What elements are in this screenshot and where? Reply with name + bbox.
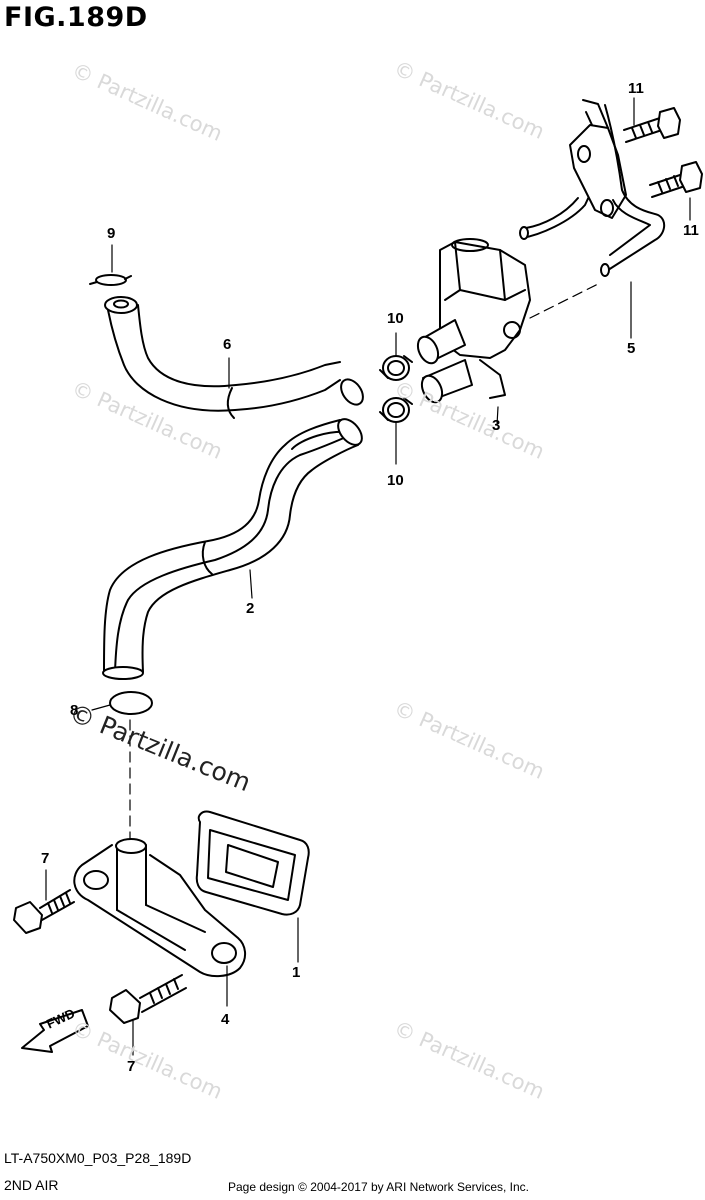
callout-label: 7 bbox=[41, 850, 50, 867]
callout-label: 11 bbox=[628, 80, 644, 97]
callout-label: 3 bbox=[492, 417, 501, 434]
callout-label: 11 bbox=[683, 222, 699, 239]
callout-label: 4 bbox=[221, 1011, 230, 1028]
callout-label: 5 bbox=[627, 340, 636, 357]
bolt-part-7-lower bbox=[109, 974, 187, 1024]
assembly-line-2 bbox=[529, 282, 601, 319]
callout-label: 6 bbox=[223, 336, 232, 353]
oring-part-8 bbox=[109, 691, 153, 715]
fwd-arrow bbox=[21, 1009, 89, 1053]
pipe-part-5 bbox=[519, 99, 666, 277]
callout-label: 7 bbox=[127, 1058, 136, 1075]
figure-title: FIG.189D bbox=[4, 2, 148, 33]
clamp-part-10-upper bbox=[379, 355, 413, 381]
copyright-notice: Page design © 2004-2017 by ARI Network S… bbox=[228, 1180, 530, 1194]
bolt-part-11-upper bbox=[623, 107, 681, 143]
bolt-part-7-upper bbox=[13, 889, 75, 934]
gasket-part-1 bbox=[195, 810, 310, 916]
callout-label: 2 bbox=[246, 600, 255, 617]
figure-subtitle: 2ND AIR bbox=[4, 1177, 59, 1193]
hose-part-2 bbox=[102, 418, 363, 680]
callout-label: 1 bbox=[292, 964, 301, 981]
figure-code: LT-A750XM0_P03_P28_189D bbox=[4, 1150, 192, 1166]
washer-part-9 bbox=[89, 274, 132, 286]
bolt-part-11-lower bbox=[649, 161, 703, 198]
callout-label: 10 bbox=[387, 472, 404, 489]
callout-label: 10 bbox=[387, 310, 404, 327]
callout-label: 8 bbox=[70, 702, 79, 719]
leader-lines bbox=[45, 97, 691, 1056]
hose-part-6 bbox=[104, 296, 364, 419]
valve-part-3 bbox=[416, 238, 531, 404]
pipe-part-4 bbox=[73, 838, 246, 978]
callout-label: 9 bbox=[107, 225, 116, 242]
